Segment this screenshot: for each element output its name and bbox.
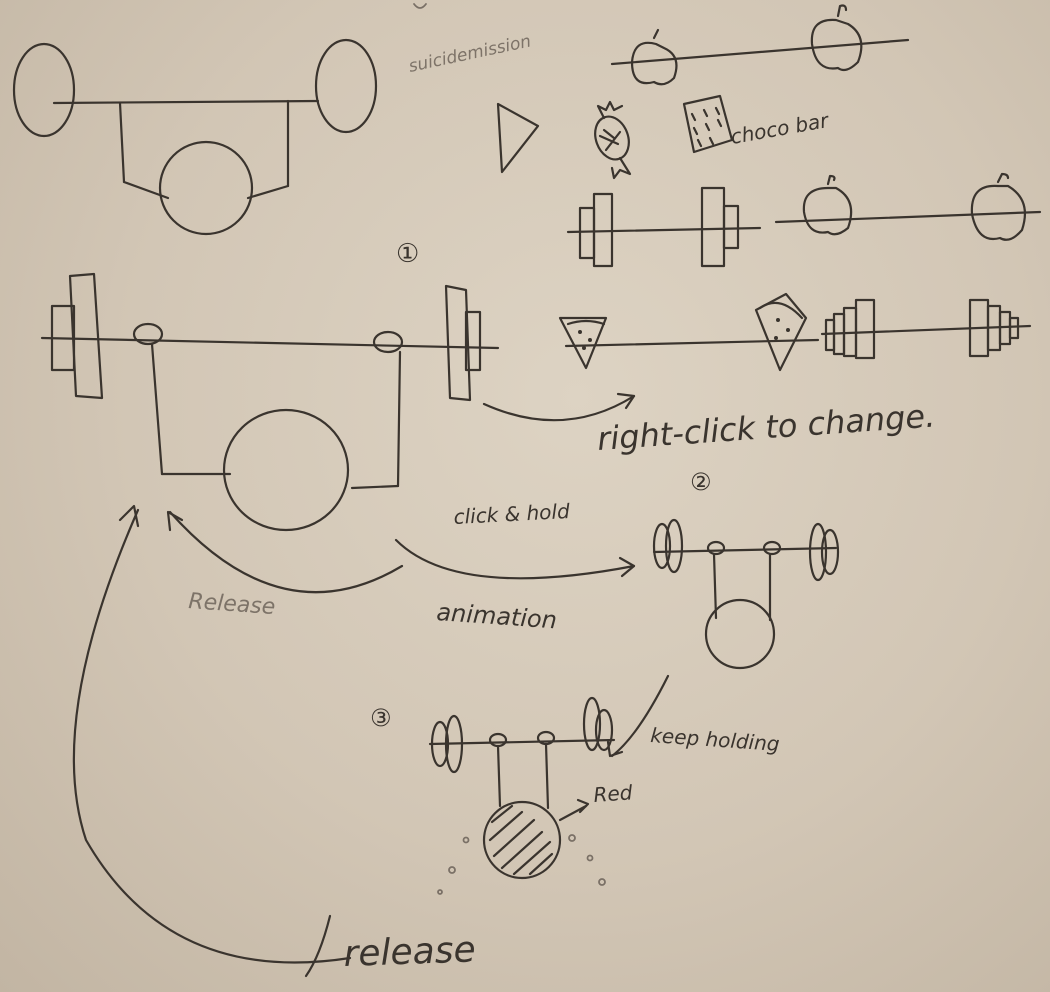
step1-marker: ① bbox=[396, 239, 419, 269]
pizza-slice-icon bbox=[496, 102, 540, 174]
animation-arrow bbox=[394, 538, 636, 580]
main-barbell-sketch bbox=[40, 272, 500, 532]
candy-icon bbox=[594, 100, 632, 180]
apple-barbell-sketch bbox=[610, 4, 910, 86]
red-label: Red bbox=[593, 780, 634, 807]
right-click-label: right-click to change. bbox=[596, 396, 936, 458]
release-big-arrow bbox=[72, 504, 352, 978]
keep-holding-label: keep holding bbox=[650, 723, 781, 756]
release-small-label: Release bbox=[188, 589, 276, 620]
choco-bar-label: choco bar bbox=[729, 108, 832, 149]
release-big-label: release bbox=[343, 929, 476, 975]
pizza-barbell-sketch bbox=[558, 292, 820, 372]
step3-marker: ③ bbox=[370, 704, 392, 732]
plate-barbell-sketch bbox=[566, 186, 762, 268]
step2-barbell-sketch bbox=[652, 518, 840, 670]
right-click-arrow bbox=[482, 392, 636, 422]
apple-barbell-sketch-2 bbox=[774, 172, 1042, 241]
animation-label: animation bbox=[436, 598, 558, 634]
click-hold-label: click & hold bbox=[453, 499, 571, 529]
release-small-arrow bbox=[166, 510, 404, 594]
top-note: suicidemission bbox=[407, 31, 533, 76]
barbell-sketch-top-left bbox=[12, 38, 378, 236]
choco-bar-icon bbox=[682, 94, 734, 154]
step3-barbell-sketch bbox=[428, 696, 616, 895]
step2-marker: ② bbox=[690, 468, 712, 496]
stacked-plate-barbell-sketch bbox=[820, 298, 1032, 360]
snack-sketches: choco bar bbox=[496, 94, 832, 180]
red-head bbox=[482, 800, 562, 880]
stray-mark bbox=[413, 3, 427, 9]
